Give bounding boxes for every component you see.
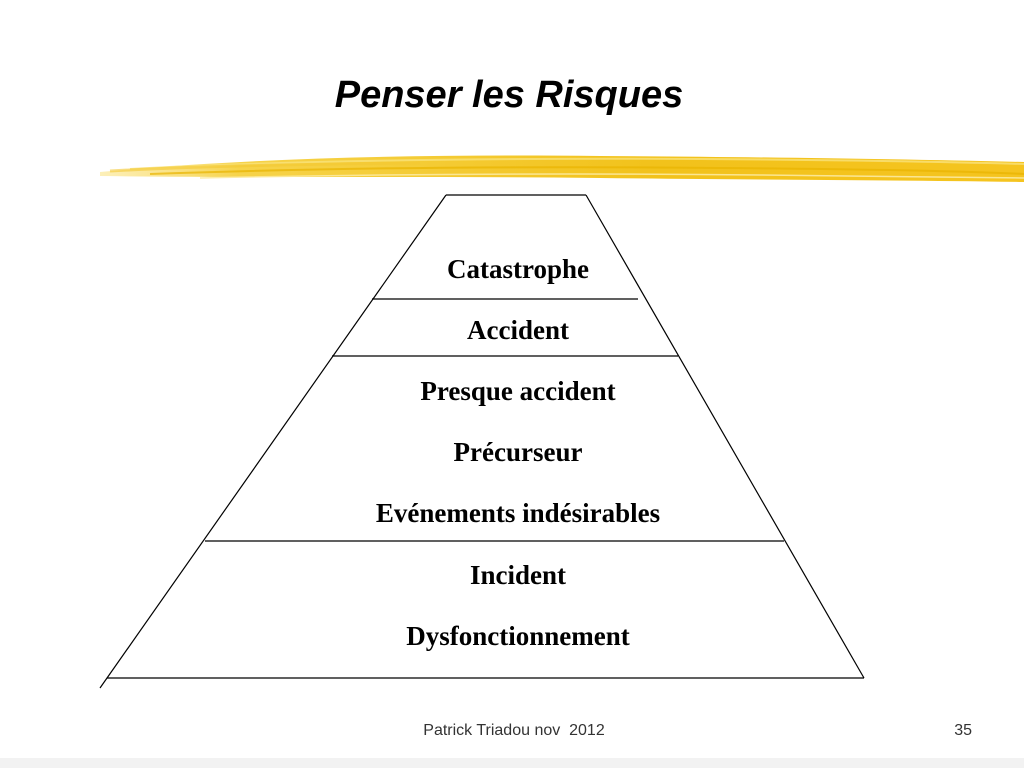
pyramid-level-label: Catastrophe [446,254,589,284]
yellow-brush-stroke [100,155,1024,182]
pyramid-left-edge [99,194,447,689]
pyramid-level-label: Précurseur [453,437,583,467]
slide-title: Penser les Risques [334,74,684,116]
bottom-strip [0,758,1024,768]
footer-author: Patrick Triadou nov 2012 [423,722,605,739]
pyramid-level-label: Dysfonctionnement [406,621,630,651]
pyramid-level-label: Presque accident [420,376,616,406]
page-number: 35 [954,722,972,739]
pyramid-level-label: Incident [469,560,567,590]
pyramid-level-label: Accident [467,315,569,345]
pyramid-level-label: Evénements indésirables [375,498,661,528]
pyramid-right-edge [585,194,865,679]
